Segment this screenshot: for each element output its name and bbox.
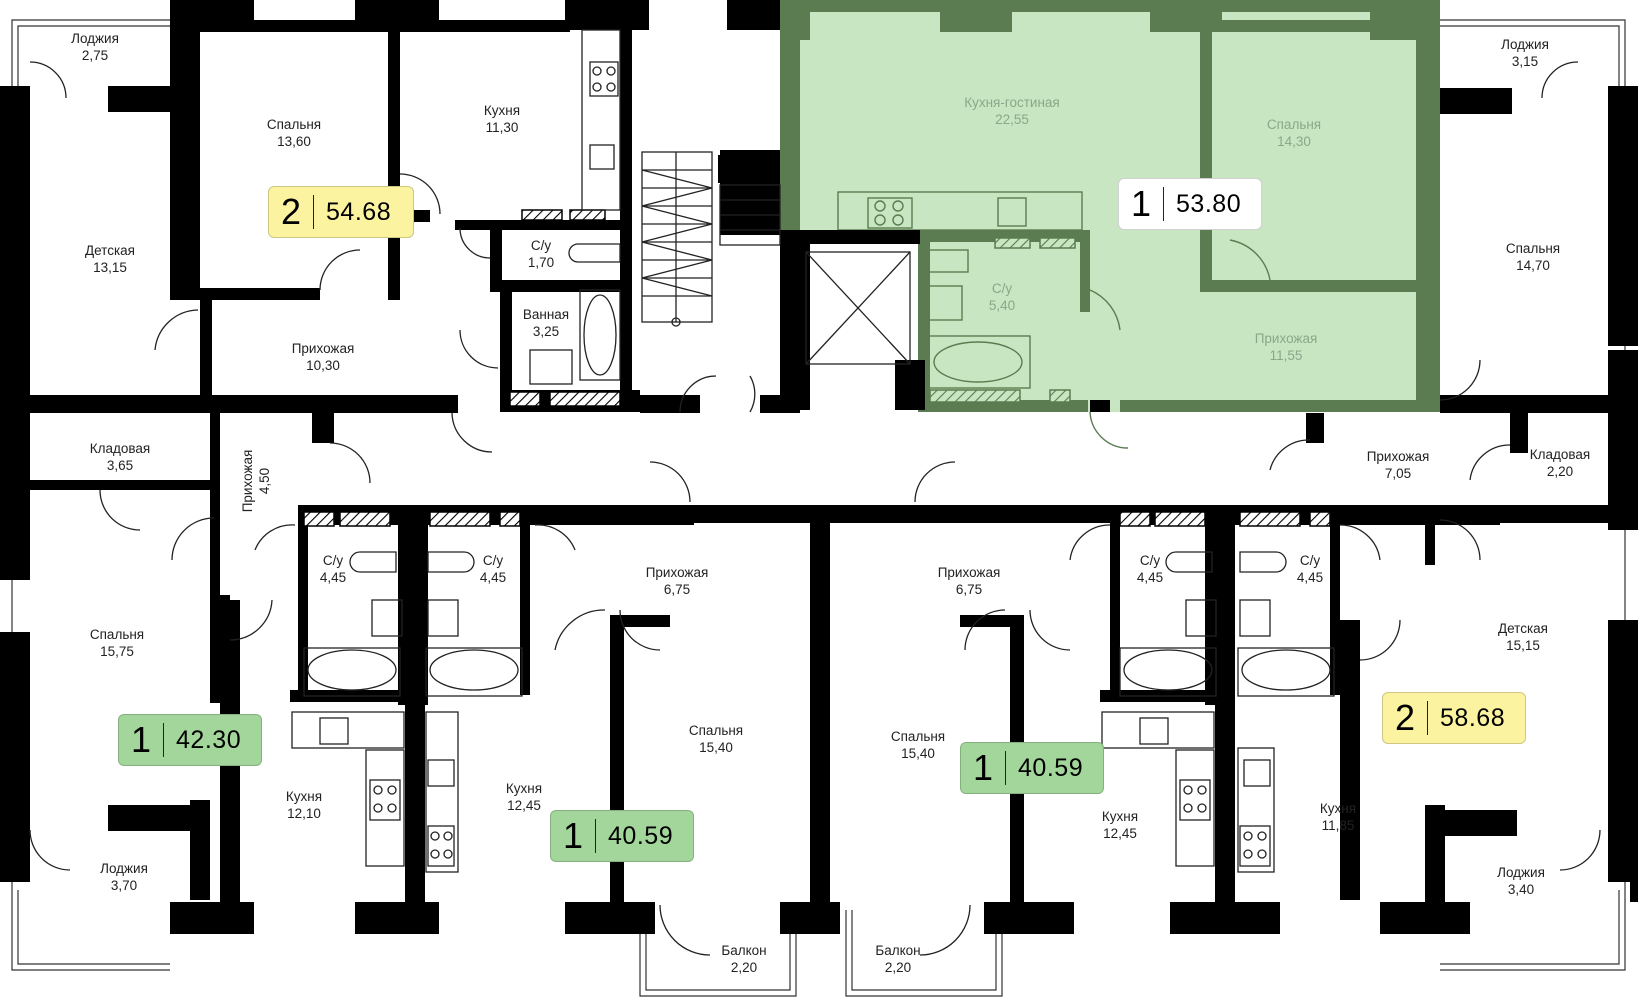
walls — [0, 0, 1638, 934]
badge-area: 40.59 — [608, 821, 674, 850]
badge-rooms: 1 — [1131, 186, 1165, 222]
badge-area: 58.68 — [1440, 703, 1506, 732]
badge-area: 42.30 — [176, 725, 242, 754]
fixtures-and-doors — [29, 29, 1601, 956]
badge-rooms: 1 — [131, 722, 165, 758]
vent-shafts — [303, 209, 1331, 527]
selected-apartment[interactable] — [780, 0, 1440, 449]
badge-rooms: 1 — [973, 750, 1007, 786]
badge-rooms: 1 — [563, 818, 597, 854]
badge-area: 53.80 — [1176, 189, 1242, 218]
badge-rooms: 2 — [1395, 700, 1429, 736]
badge-rooms: 2 — [281, 194, 315, 230]
badge-area: 54.68 — [326, 197, 392, 226]
badge-area: 40.59 — [1018, 753, 1084, 782]
